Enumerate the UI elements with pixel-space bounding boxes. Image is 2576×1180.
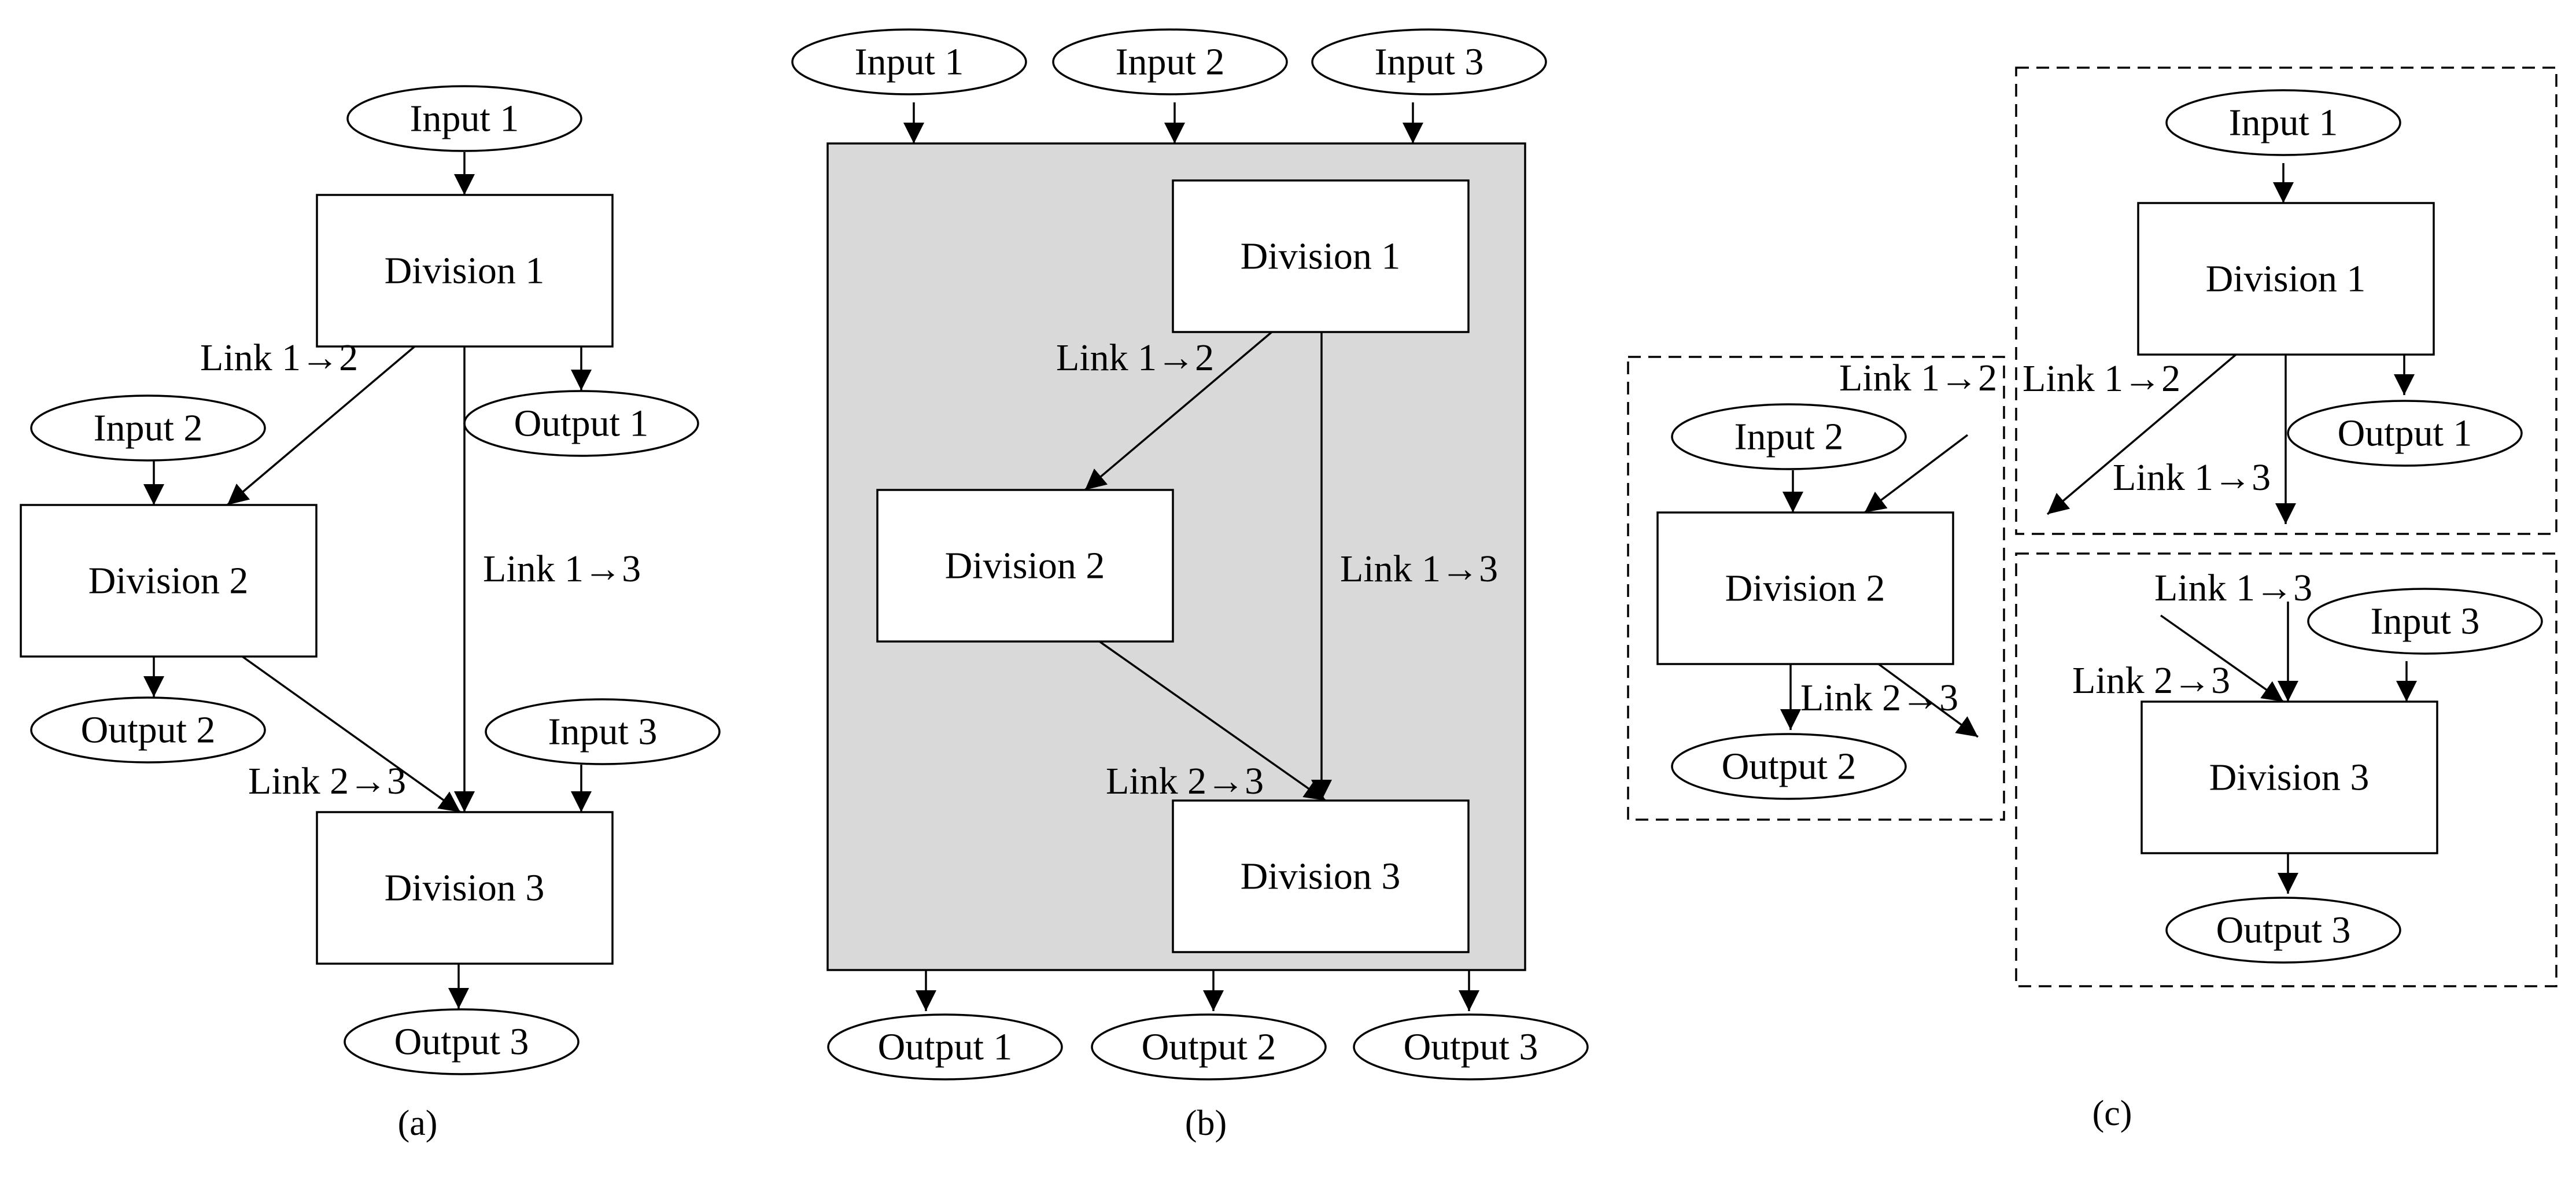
panel-a-division2-label: Division 2 xyxy=(88,560,249,602)
panel-c-d1-link13-label: Link 1→3 xyxy=(2113,456,2271,499)
panel-b-input2-node xyxy=(1052,28,1288,95)
panel-c-output1-label: Output 1 xyxy=(2338,412,2472,455)
panel-b-link23-label: Link 2→3 xyxy=(1106,760,1264,802)
panel-a-output3-label: Output 3 xyxy=(394,1021,529,1063)
panel-c-division2-label: Division 2 xyxy=(1725,567,1885,610)
panel-c-output2-node xyxy=(1671,733,1907,800)
panel-a-arrow-link23 xyxy=(241,655,462,813)
panel-c-division3-dashed-frame xyxy=(2015,552,2557,987)
panel-b-input1-label: Input 1 xyxy=(855,41,964,83)
panel-c-division2-subsystem: Link 1→2 Input 2 Division 2 Link 2→3 Out… xyxy=(1627,356,2005,821)
panel-b-output3-label: Output 3 xyxy=(1404,1026,1538,1068)
panel-a-input1-label: Input 1 xyxy=(410,98,519,140)
panel-a-arrow-link12 xyxy=(226,345,416,506)
panel-c-caption: (c) xyxy=(2092,1094,2132,1133)
panel-a-output3-node xyxy=(344,1008,580,1075)
panel-c-arrow-d3-link23 xyxy=(2160,614,2285,703)
panel-b-input2-label: Input 2 xyxy=(1116,41,1225,83)
panel-c-input2-node xyxy=(1671,403,1907,470)
panel-b-link12-label: Link 1→2 xyxy=(1056,337,1214,379)
panel-b-output3-node xyxy=(1353,1013,1589,1081)
panel-b-arrow-link12 xyxy=(1084,331,1273,491)
panel-c-division3-box xyxy=(2140,700,2438,854)
panel-c-division3-label: Division 3 xyxy=(2209,757,2370,799)
panel-a-output1-label: Output 1 xyxy=(514,403,649,445)
panel-c-output3-node xyxy=(2165,897,2401,964)
panel-c-input3-node xyxy=(2307,588,2543,655)
panel-b-division2-label: Division 2 xyxy=(945,545,1105,587)
panel-a-division3-box xyxy=(316,811,614,965)
panel-c-arrow-d2-link23 xyxy=(1877,663,1979,738)
panel-b-division3-box xyxy=(1172,799,1470,953)
panel-c-d3-link23-label: Link 2→3 xyxy=(2072,659,2230,702)
panel-c-division2-box xyxy=(1656,511,1954,665)
panel-a-division2-box xyxy=(20,504,318,658)
panel-c-division1-subsystem: Input 1 Division 1 Output 1 Link 1→2 Lin… xyxy=(2015,67,2557,535)
panel-a-division1-label: Division 1 xyxy=(385,250,545,292)
panel-c-division1-box xyxy=(2137,202,2435,356)
panel-c-input3-label: Input 3 xyxy=(2371,600,2480,643)
panel-c-arrow-d1-link12 xyxy=(2046,353,2237,515)
panel-b-output1-label: Output 1 xyxy=(878,1026,1013,1068)
panel-a-input3-node xyxy=(485,698,721,765)
panel-a-input2-node xyxy=(30,394,266,462)
panel-a-link13-label: Link 1→3 xyxy=(483,548,641,590)
panel-c-division1-label: Division 1 xyxy=(2206,258,2366,300)
panel-a-caption: (a) xyxy=(398,1104,438,1143)
panel-c: Input 1 Division 1 Output 1 Link 1→2 Lin… xyxy=(1627,67,2557,1133)
panel-b-division2-box xyxy=(876,489,1174,643)
panel-b-input3-node xyxy=(1311,28,1547,95)
panel-b-input1-node xyxy=(791,28,1027,95)
panel-c-output2-label: Output 2 xyxy=(1722,746,1857,788)
panel-c-arrow-d2-link12 xyxy=(1863,434,1969,514)
panel-a-output2-label: Output 2 xyxy=(81,709,216,751)
panel-c-output1-node xyxy=(2287,400,2523,467)
panel-a-output2-node xyxy=(30,696,266,764)
panel-a-input3-label: Input 3 xyxy=(548,711,658,753)
panel-c-input1-label: Input 1 xyxy=(2229,102,2338,144)
panel-a-division3-label: Division 3 xyxy=(385,867,545,909)
panel-b-link13-label: Link 1→3 xyxy=(1340,548,1498,590)
panel-b: Input 1 Input 2 Input 3 Division 1 Divis… xyxy=(791,28,1589,1143)
panel-c-d1-link12-label: Link 1→2 xyxy=(2023,357,2180,400)
panel-c-input1-node xyxy=(2165,89,2401,156)
panel-c-d2-link23-label: Link 2→3 xyxy=(1800,677,1958,719)
panel-c-d2-link12-label: Link 1→2 xyxy=(1839,357,1997,399)
panel-b-input3-label: Input 3 xyxy=(1375,41,1484,83)
panel-a: Input 1 Division 1 Input 2 Output 1 Divi… xyxy=(20,85,721,1143)
panel-b-caption: (b) xyxy=(1185,1104,1227,1143)
panel-c-division1-dashed-frame xyxy=(2015,67,2557,535)
panel-b-division1-label: Division 1 xyxy=(1241,235,1401,278)
panel-c-division3-subsystem: Link 1→3 Link 2→3 Input 3 Division 3 Out… xyxy=(2015,552,2557,987)
panel-b-output2-label: Output 2 xyxy=(1142,1026,1276,1068)
panel-c-division2-dashed-frame xyxy=(1627,356,2005,821)
panel-a-division1-box xyxy=(316,194,614,348)
panel-a-link12-label: Link 1→2 xyxy=(200,337,358,379)
panel-b-output2-node xyxy=(1091,1013,1327,1081)
panel-c-input2-label: Input 2 xyxy=(1734,416,1844,458)
panel-c-output3-label: Output 3 xyxy=(2216,909,2351,952)
panel-a-link23-label: Link 2→3 xyxy=(248,760,406,802)
panel-b-division3-label: Division 3 xyxy=(1241,856,1401,898)
panel-c-d3-link13-label: Link 1→3 xyxy=(2154,567,2312,609)
panel-b-output1-node xyxy=(827,1013,1063,1081)
panel-b-arrow-link23 xyxy=(1098,640,1327,802)
panel-a-input1-node xyxy=(346,85,582,152)
panel-b-division1-box xyxy=(1172,179,1470,333)
panel-a-input2-label: Input 2 xyxy=(94,407,203,449)
